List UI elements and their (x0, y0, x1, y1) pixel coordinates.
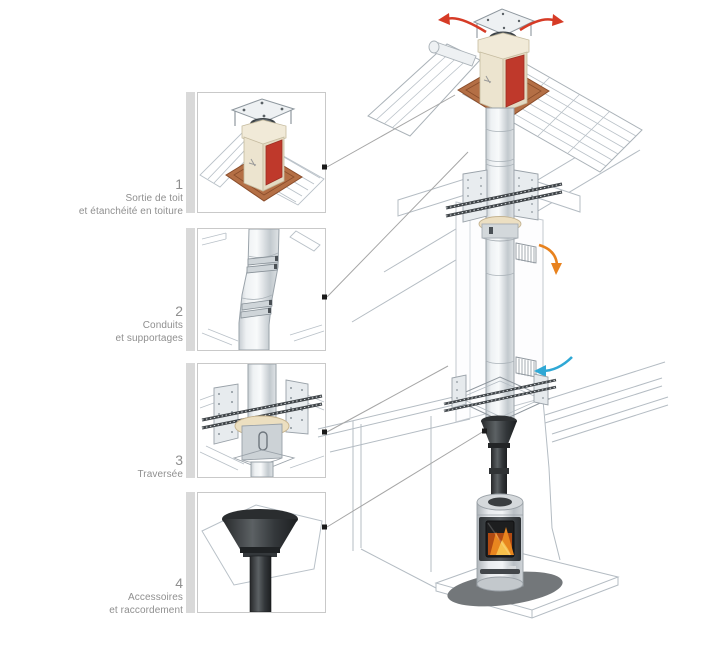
wall-support-bracket (397, 169, 581, 242)
step-text-line-2: et raccordement (109, 605, 183, 616)
step-2-detail-box[interactable] (197, 228, 326, 351)
step-number: 1 (175, 176, 183, 192)
step-4-detail-box[interactable] (197, 492, 326, 613)
step-3-label: 3 Traversée (13, 452, 183, 481)
step-text-line-2: et supportages (115, 333, 183, 344)
step-1-detail-box[interactable] (197, 92, 326, 213)
step-3-accent-bar (186, 363, 195, 478)
step-text-line-1: Traversée (137, 469, 183, 480)
step-1-accent-bar (186, 92, 195, 213)
step-text-line-1: Conduits (142, 320, 183, 331)
chase-panel (455, 201, 544, 423)
callout-line-2 (326, 151, 469, 298)
callout-line-1 (326, 94, 456, 168)
floor-penetration-illustration (199, 364, 325, 477)
building-structure (317, 125, 669, 619)
step-2-label: 2 Conduits et supportages (13, 303, 183, 345)
callout-line-3 (326, 365, 449, 433)
step-text-line-2: et étanchéité en toiture (78, 206, 183, 217)
roof-outlet-illustration (199, 98, 325, 206)
sweep-logo-icon (483, 75, 492, 84)
roof-outlet-stack (472, 8, 536, 113)
callout-line-4 (326, 430, 485, 528)
callout-lines (326, 94, 485, 528)
callout-marker-square (482, 428, 487, 434)
step-number: 3 (175, 452, 183, 468)
step-number: 2 (175, 303, 183, 319)
ceiling-plate-illustration (201, 504, 323, 612)
step-text-line-1: Sortie de toit (125, 193, 183, 204)
wind-rotation-arrows-icon (438, 13, 564, 34)
wood-stove (476, 493, 524, 592)
floor-protection-mat (447, 571, 563, 607)
fire-glow (488, 527, 514, 555)
step-number: 4 (175, 575, 183, 591)
flue-pipe (485, 107, 515, 421)
roof-flashing (457, 63, 550, 121)
step-4-label: 4 Accessoires et raccordement (13, 575, 183, 617)
sweep-logo-icon (248, 158, 257, 167)
step-2-accent-bar (186, 228, 195, 351)
flue-sections-illustration (201, 229, 325, 350)
warm-air-out-arrow-icon (538, 243, 562, 275)
step-1-label: 1 Sortie de toit et étanchéité en toitur… (13, 176, 183, 218)
upper-vent-grille (515, 242, 537, 264)
step-text-line-1: Accessoires (127, 592, 183, 603)
lower-vent-grille (515, 356, 537, 378)
roof (367, 40, 643, 173)
cold-air-in-arrow-icon (534, 356, 573, 377)
step-4-accent-bar (186, 492, 195, 613)
stove-connection-pipe (481, 415, 517, 502)
step-3-detail-box[interactable] (197, 363, 326, 478)
locking-band (240, 255, 279, 319)
floor-penetration-support (443, 373, 557, 422)
callout-markers (322, 164, 487, 530)
